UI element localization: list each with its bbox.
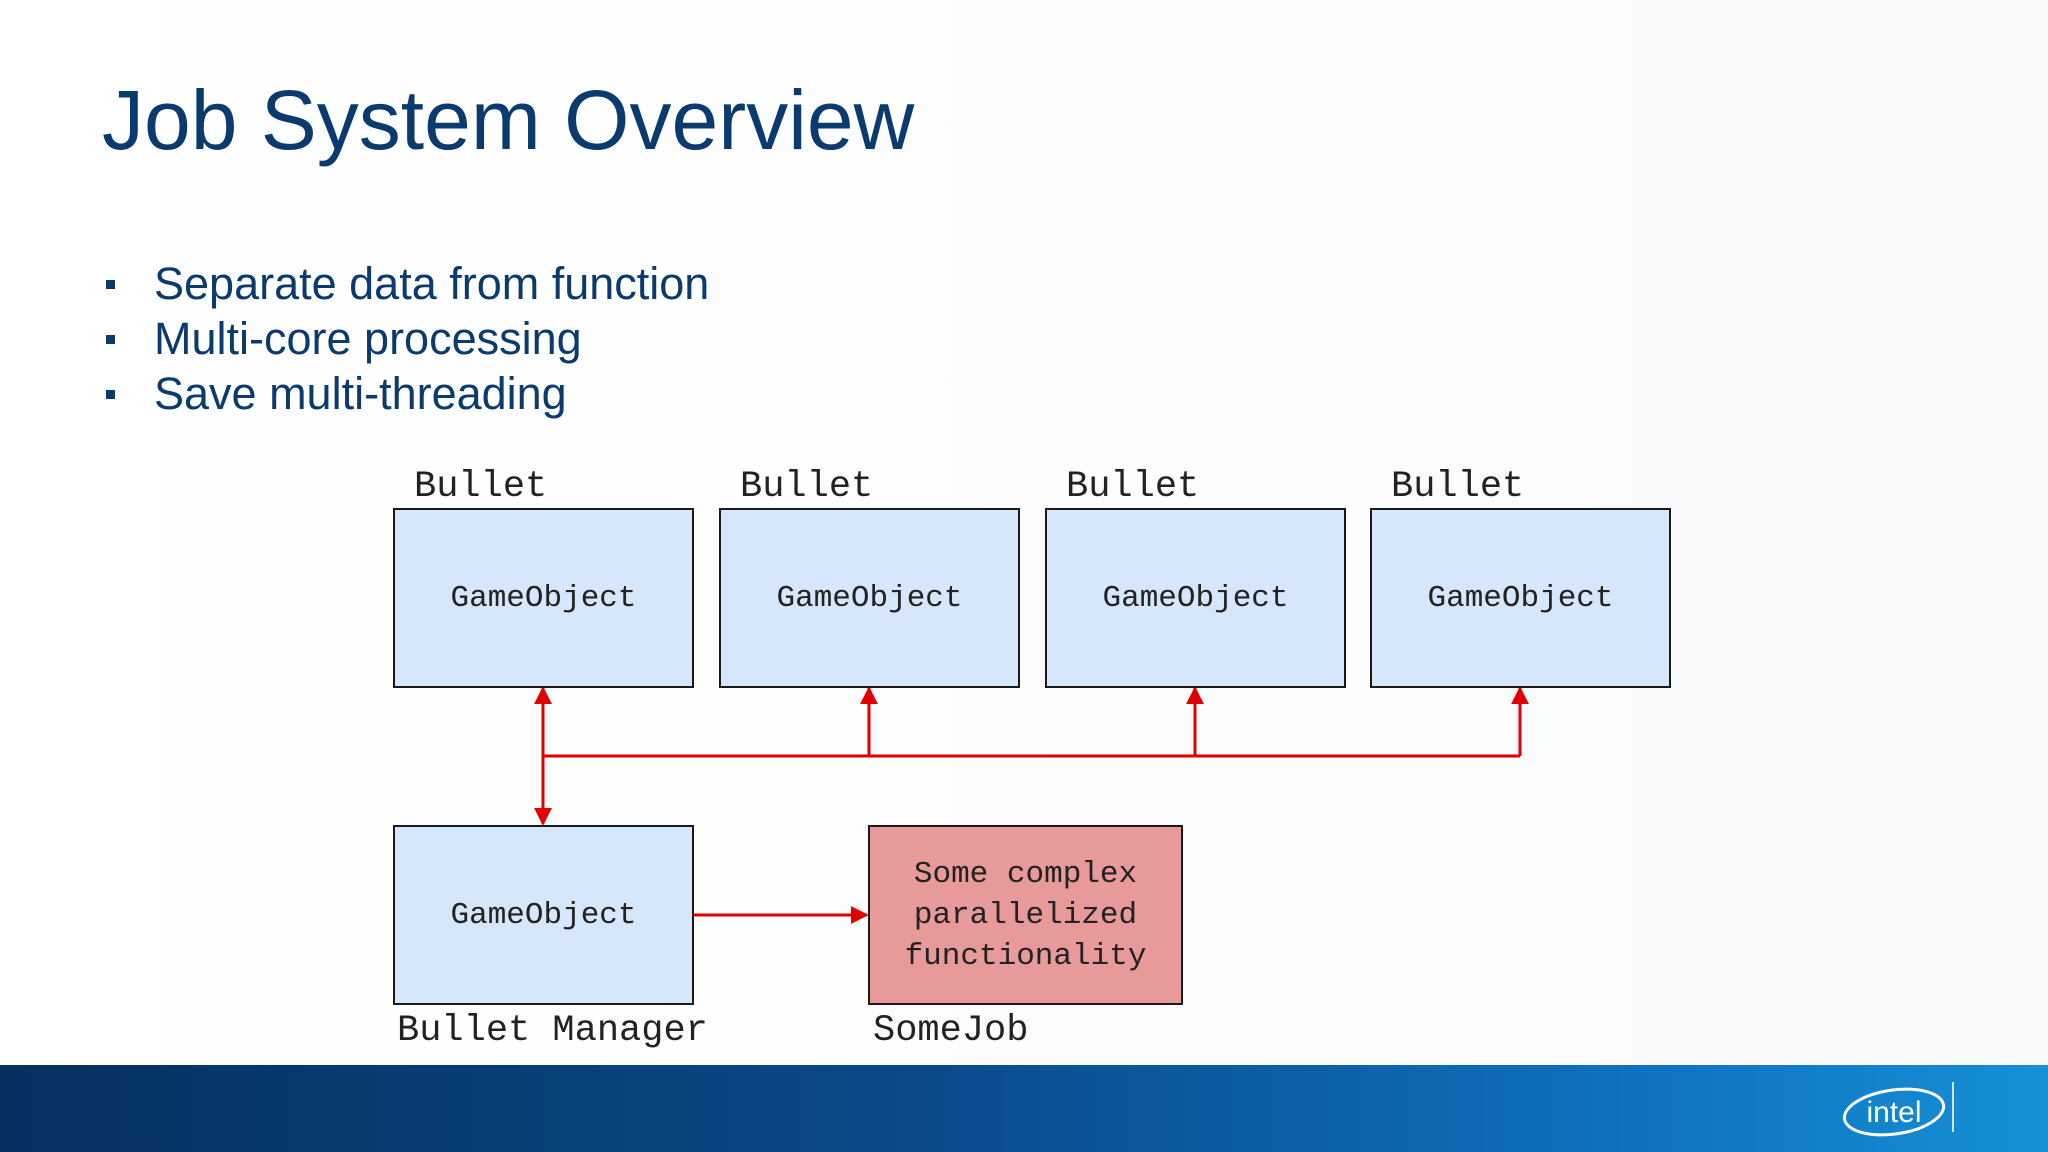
somejob-box: Some complex parallelized functionality: [868, 825, 1183, 1005]
square-bullet-icon: [106, 335, 115, 344]
bullet-list: Separate data from function Multi-core p…: [102, 256, 709, 421]
square-bullet-icon: [106, 280, 115, 289]
connector-lines: [534, 686, 1529, 924]
footer-divider: [1952, 1082, 1954, 1132]
bullet-gameobject-box: GameObject: [1045, 508, 1346, 688]
bullet-gameobject-box: GameObject: [719, 508, 1020, 688]
manager-gameobject-box: GameObject: [393, 825, 694, 1005]
bullet-item: Multi-core processing: [102, 311, 709, 366]
bullet-text: Separate data from function: [154, 258, 710, 309]
bullet-text: Multi-core processing: [154, 313, 582, 364]
bullet-label: Bullet: [740, 466, 874, 508]
bullet-label: Bullet: [1391, 466, 1525, 508]
slide-title: Job System Overview: [102, 73, 915, 167]
bullet-label: Bullet: [1066, 466, 1200, 508]
bullet-item: Save multi-threading: [102, 366, 709, 421]
job-text-line: parallelized: [913, 897, 1138, 933]
job-text-line: Some complex: [913, 856, 1138, 892]
bullet-manager-label: Bullet Manager: [397, 1010, 708, 1052]
bullet-text: Save multi-threading: [154, 368, 567, 419]
job-text-line: functionality: [904, 938, 1147, 974]
footer-bar: [0, 1065, 2048, 1152]
bullet-item: Separate data from function: [102, 256, 709, 311]
intel-logo-text: intel: [1866, 1096, 1921, 1129]
bullet-label: Bullet: [414, 466, 548, 508]
square-bullet-icon: [106, 390, 115, 399]
somejob-label: SomeJob: [873, 1010, 1029, 1052]
bullet-gameobject-box: GameObject: [1370, 508, 1671, 688]
intel-logo: intel: [1842, 1087, 1946, 1137]
bullet-gameobject-box: GameObject: [393, 508, 694, 688]
